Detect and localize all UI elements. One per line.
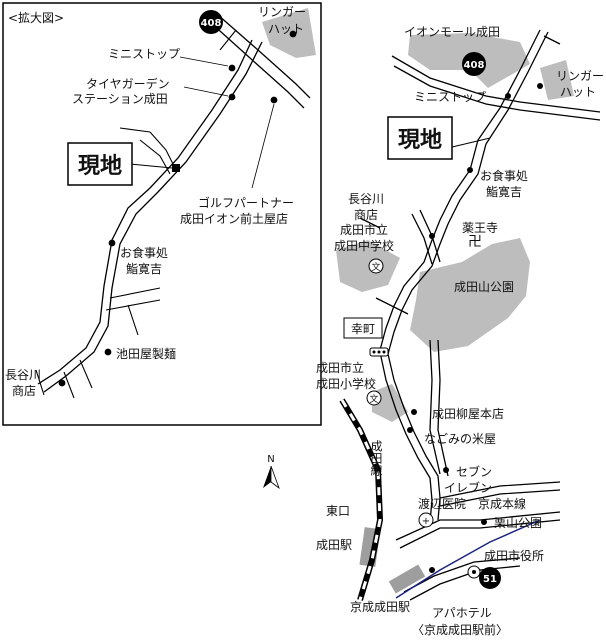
junior-high-label-2: 成田中学校 <box>334 238 394 253</box>
ministop-label: ミニストップ <box>414 90 486 104</box>
saiwaicho-bus-stop-box <box>343 317 383 339</box>
north-arrow: N <box>263 454 280 490</box>
svg-text:408: 408 <box>464 60 485 71</box>
main-genchi-box <box>387 116 453 160</box>
inset-ringer-hut-area <box>262 8 316 58</box>
apa-hotel-label: アパホテル <box>432 606 492 620</box>
elementary-icon: 文 <box>366 390 382 406</box>
inset-ringer-hut-label-2: ハット <box>268 22 304 36</box>
city-hall-label: 成田市役所 <box>484 548 544 563</box>
oshokuji-label: お食事処 <box>480 168 528 183</box>
inset-tire-garden-label-2: ステーション成田 <box>72 92 168 106</box>
apa-hotel-label-2: 〈京成成田駅前〉 <box>412 622 508 637</box>
main-markers <box>407 83 543 573</box>
yanagiya-label: 成田柳屋本店 <box>432 407 504 421</box>
svg-text:文: 文 <box>371 261 380 273</box>
inset-markers <box>58 30 297 387</box>
svg-text:51: 51 <box>483 574 497 585</box>
svg-text:408: 408 <box>201 18 222 29</box>
watanabe-label: 渡辺医院 <box>418 496 466 511</box>
route-408-shield: 408 <box>462 52 486 76</box>
ringer-hut-area <box>540 60 574 100</box>
nagomi-label: なごみの米屋 <box>424 431 496 446</box>
hasegawa-label-2: 商店 <box>354 207 378 222</box>
svg-text:文: 文 <box>369 393 378 405</box>
hospital-icon: + <box>418 512 434 528</box>
inset-tire-garden-label: タイヤガーデン <box>86 76 170 91</box>
inset-ringer-hut-label: リンガー <box>258 5 306 19</box>
kuriyama-label: 栗山公園 <box>494 516 542 530</box>
saiwaicho-label: 幸町 <box>351 322 375 336</box>
keisei-narita-label: 京成成田駅 <box>350 600 410 614</box>
main-genchi-label: 現地 <box>398 128 442 153</box>
temple-icon: 卍 <box>468 234 482 250</box>
keisei-line-label: 京成本線 <box>478 496 526 511</box>
hasegawa-label: 長谷川 <box>348 192 384 206</box>
inset-route-408-shield: 408 <box>199 10 223 34</box>
inset-ikedaya-label: 池田屋製麺 <box>116 347 176 361</box>
route-51-shield: 51 <box>479 567 501 589</box>
ringer-hut-label-2: ハット <box>560 85 596 99</box>
inset-genchi-box <box>67 142 133 186</box>
narita-line-label: 成田線 <box>369 440 383 476</box>
seven-label: セブン <box>456 464 492 479</box>
junior-high-icon: 文 <box>368 258 384 274</box>
bus-stop-icon <box>369 347 389 357</box>
naritasan-park-area <box>410 238 530 352</box>
svg-text:N: N <box>267 454 274 465</box>
junior-high-label: 成田市立 <box>340 222 388 237</box>
keisei-line <box>395 519 541 599</box>
oshokuji-label-2: 鮨寛吉 <box>486 184 522 199</box>
narita-railway <box>339 398 384 601</box>
inset-side-roads <box>35 29 237 399</box>
keisei-station-building <box>388 564 426 594</box>
inset-ministop-label: ミニストップ <box>108 47 180 61</box>
inset-hasegawa-label-2: 商店 <box>12 383 36 398</box>
inset-title: <拡大図> <box>8 11 64 25</box>
inset-golf-partner-label-2: 成田イオン前土屋店 <box>180 211 288 226</box>
inset-hasegawa-label: 長谷川 <box>5 368 41 382</box>
yakuoji-label: 薬王寺 <box>462 221 498 235</box>
naritasan-park-label: 成田山公園 <box>454 280 514 294</box>
inset-map: <拡大図> 408 <box>2 2 322 426</box>
seven-label-2: イレブン <box>444 480 492 495</box>
inset-oshokuji-label: お食事処 <box>120 245 168 260</box>
main-map: 408 51 文 文 + <box>263 25 604 637</box>
inset-oshokuji-label-2: 鮨寛吉 <box>126 261 162 276</box>
elementary-label: 成田市立 <box>316 360 364 375</box>
aeon-mall-label: イオンモール成田 <box>404 25 500 39</box>
city-hall-icon <box>467 565 481 579</box>
junior-high-area <box>336 240 400 292</box>
narita-station-label: 成田駅 <box>316 538 352 552</box>
elementary-area <box>372 384 408 422</box>
elementary-label-2: 成田小学校 <box>316 376 376 391</box>
inset-main-road <box>37 14 311 393</box>
higashiguchi-label: 東口 <box>326 504 350 518</box>
main-roads <box>359 29 601 601</box>
ringer-hut-label: リンガー <box>556 69 604 83</box>
inset-genchi-label: 現地 <box>78 154 122 179</box>
inset-site-marker <box>172 164 180 172</box>
svg-text:+: + <box>422 516 430 527</box>
inset-golf-partner-label: ゴルフパートナー <box>198 195 294 210</box>
